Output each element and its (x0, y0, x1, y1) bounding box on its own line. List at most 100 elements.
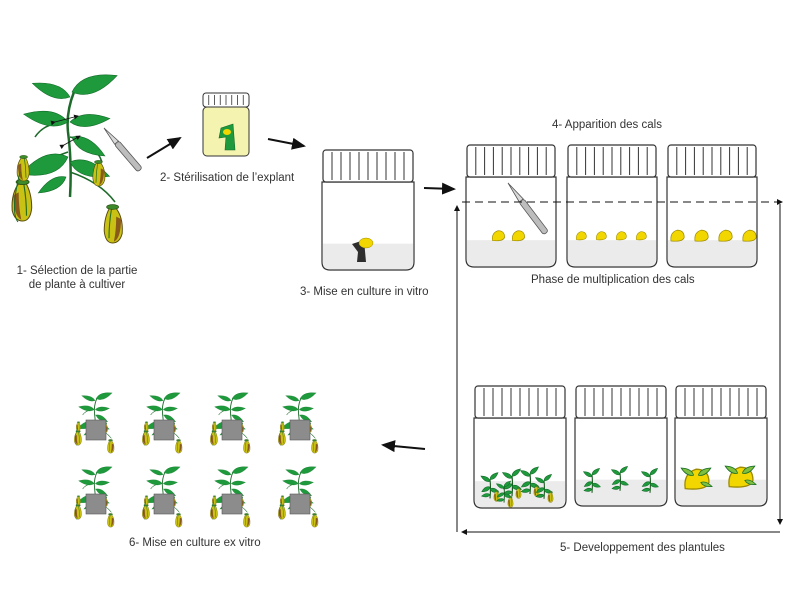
leaf (282, 478, 299, 486)
leaf-blade (163, 480, 178, 486)
culture-medium (568, 240, 656, 266)
pitcher-lid (145, 422, 148, 423)
leaf-blade (95, 464, 113, 475)
pot-icon (86, 494, 106, 514)
leaf (81, 468, 96, 477)
leaf (146, 478, 163, 486)
leaf (285, 468, 300, 477)
leaf-blade (285, 394, 300, 403)
pot-icon (154, 420, 174, 440)
leaf (69, 132, 108, 161)
leaf-blade (163, 464, 181, 475)
leaf (163, 390, 181, 401)
leaf-blade (81, 394, 96, 403)
leaf (22, 107, 69, 129)
leaf (214, 478, 231, 486)
ex-vitro-plants-group (74, 390, 318, 527)
culture-jar-icon (322, 150, 414, 270)
leaf-blade (81, 468, 96, 477)
culture-jar (322, 150, 414, 270)
leaf-blade (217, 468, 232, 477)
pitcher-lid (77, 422, 80, 423)
potted-plant (74, 464, 114, 527)
leaf (78, 404, 95, 412)
leaf (299, 480, 314, 486)
pitcher-lid (517, 487, 521, 488)
leaf-blade (282, 478, 299, 486)
pitcher-lid (549, 491, 553, 492)
leaf-blade (299, 406, 314, 412)
leaf-blade (149, 394, 164, 403)
plantlet-jar (675, 386, 767, 506)
leaf-blade (36, 173, 69, 198)
leaf (149, 468, 164, 477)
leaf-blade (285, 468, 300, 477)
arrow-step2-step3 (268, 139, 304, 146)
plantlet-jars-group (474, 386, 767, 508)
leaf-blade (282, 404, 299, 412)
leaf (163, 406, 178, 412)
step6-label: 6- Mise en culture ex vitro (129, 536, 261, 550)
pitcher (244, 439, 251, 453)
pitcher-lid (20, 155, 28, 158)
leaf (299, 390, 317, 401)
potted-plant (278, 390, 318, 453)
pitcher-lid (213, 496, 216, 497)
leaf (95, 390, 113, 401)
leaf (299, 406, 314, 412)
leaf-blade (69, 68, 120, 99)
nepenthes-plant-icon (12, 68, 142, 243)
pitcher-lid (108, 439, 112, 441)
callus-jar (667, 145, 757, 267)
leaf-blade (231, 464, 249, 475)
scalpel-shape (102, 126, 143, 172)
potted-plant (210, 390, 250, 453)
leaf-blade (78, 478, 95, 486)
leaf-blade (22, 107, 69, 129)
stem (68, 92, 74, 197)
leaf-blade (299, 390, 317, 401)
potted-plant (142, 464, 182, 527)
plantlet-jar (575, 386, 667, 506)
leaf-blade (78, 404, 95, 412)
leaf (214, 404, 231, 412)
pitcher-lid (281, 422, 284, 423)
leaf (95, 480, 110, 486)
leaf (231, 406, 246, 412)
leaf (163, 464, 181, 475)
step4-label: 4- Apparition des cals (552, 118, 662, 132)
callus-jars-group (462, 145, 782, 267)
potted-plant (74, 390, 114, 453)
pitcher-lid (176, 513, 180, 515)
plantlet-jar (474, 386, 566, 508)
leaf-blade (217, 394, 232, 403)
callus-jar (567, 145, 657, 267)
leaf-blade (299, 464, 317, 475)
step2-label: 2- Stérilisation de l’explant (160, 171, 294, 185)
pitcher-lid (244, 439, 248, 441)
pitcher (312, 439, 319, 453)
leaf (78, 478, 95, 486)
leaf-blade (95, 406, 110, 412)
leaf (30, 78, 72, 103)
leaf (68, 155, 112, 183)
potted-plant (210, 464, 250, 527)
pitcher (176, 513, 183, 527)
leaf (146, 404, 163, 412)
explant-callus (359, 238, 373, 248)
leaf-blade (30, 78, 72, 103)
pitcher (108, 439, 115, 453)
leaf-blade (69, 132, 108, 161)
leaf-blade (214, 404, 231, 412)
multiplication-phase-label: Phase de multiplication des cals (531, 273, 695, 287)
pitcher-lid (94, 160, 102, 163)
pitcher (176, 439, 183, 453)
pot-icon (222, 420, 242, 440)
leaf (231, 390, 249, 401)
culture-medium (467, 240, 555, 266)
leaf-blade (146, 478, 163, 486)
leaf-blade (163, 406, 178, 412)
leaf (217, 468, 232, 477)
pitcher-lid (312, 439, 316, 441)
pitcher (312, 513, 319, 527)
